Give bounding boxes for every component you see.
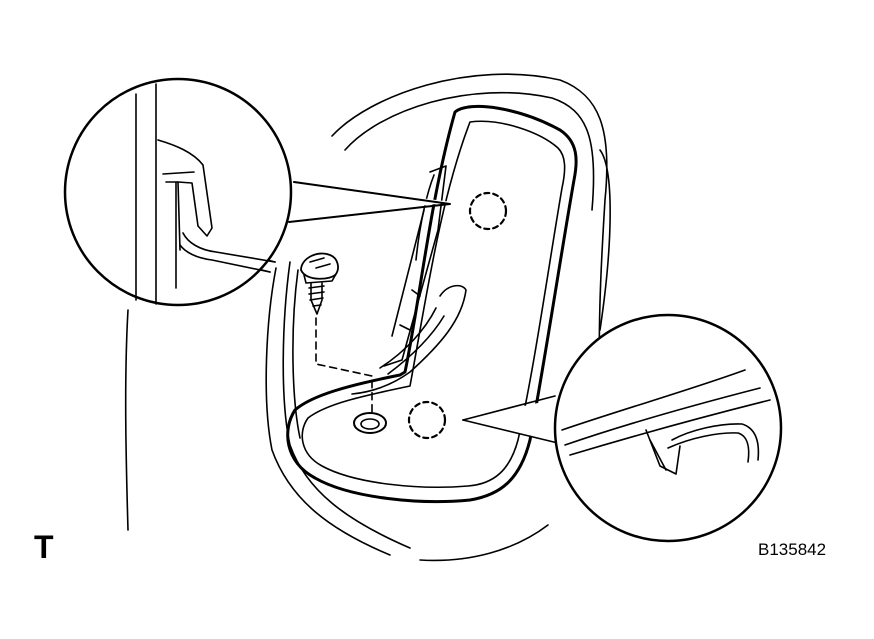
corner-mark-label: T <box>34 529 54 565</box>
zoom-detail-upper-clip <box>63 77 452 307</box>
figure-code-label: B135842 <box>758 540 827 559</box>
armrest-trim-panel <box>286 105 578 504</box>
mounting-screw <box>300 252 373 417</box>
clip-location-upper <box>468 191 508 231</box>
zoom-detail-lower-claw <box>462 313 783 543</box>
clip-location-lower <box>407 400 447 440</box>
